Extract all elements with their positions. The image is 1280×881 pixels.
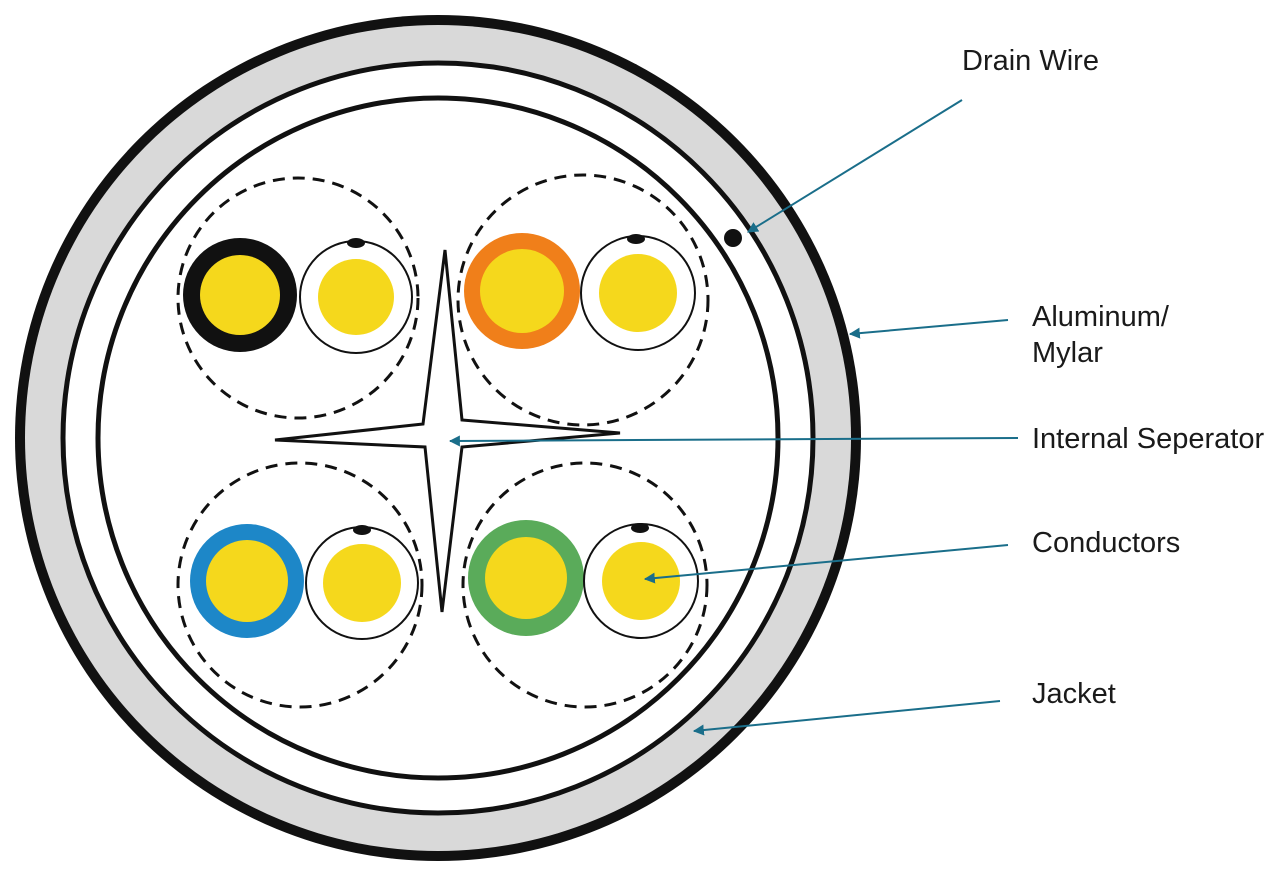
conductor-stripe <box>347 238 365 248</box>
conductor-core <box>480 249 564 333</box>
drain-wire <box>724 229 742 247</box>
leader-line-internal-separator <box>448 435 1019 447</box>
label-aluminum-line1: Aluminum/ <box>1032 301 1170 333</box>
pair-bundle-top-right <box>456 173 710 427</box>
conductor-stripe <box>627 234 645 244</box>
conductor-stripe <box>631 523 649 533</box>
conductor-stripe <box>353 525 371 535</box>
leader-line-conductors <box>643 544 1009 584</box>
pair-bundle-top-left <box>176 176 420 420</box>
label-internal-separator: Internal Seperator <box>1032 423 1264 455</box>
conductor-core <box>318 259 394 335</box>
conductor-core <box>599 254 677 332</box>
conductor-core <box>485 537 567 619</box>
leader-line-jacket <box>692 700 1001 736</box>
label-drain-wire: Drain Wire <box>962 45 1099 77</box>
internal-separator <box>274 249 621 613</box>
conductor-core <box>206 540 288 622</box>
leader-line-aluminum-mylar <box>848 319 1009 339</box>
conductor-core <box>602 542 680 620</box>
conductor-core <box>323 544 401 622</box>
leader-line-drain-wire <box>747 99 963 233</box>
conductor-core <box>200 255 280 335</box>
pair-bundle-bottom-right <box>461 461 709 709</box>
label-conductors: Conductors <box>1032 527 1180 559</box>
label-aluminum-line2: Mylar <box>1032 337 1103 369</box>
label-jacket: Jacket <box>1032 678 1116 710</box>
pair-bundle-bottom-left <box>176 461 424 709</box>
